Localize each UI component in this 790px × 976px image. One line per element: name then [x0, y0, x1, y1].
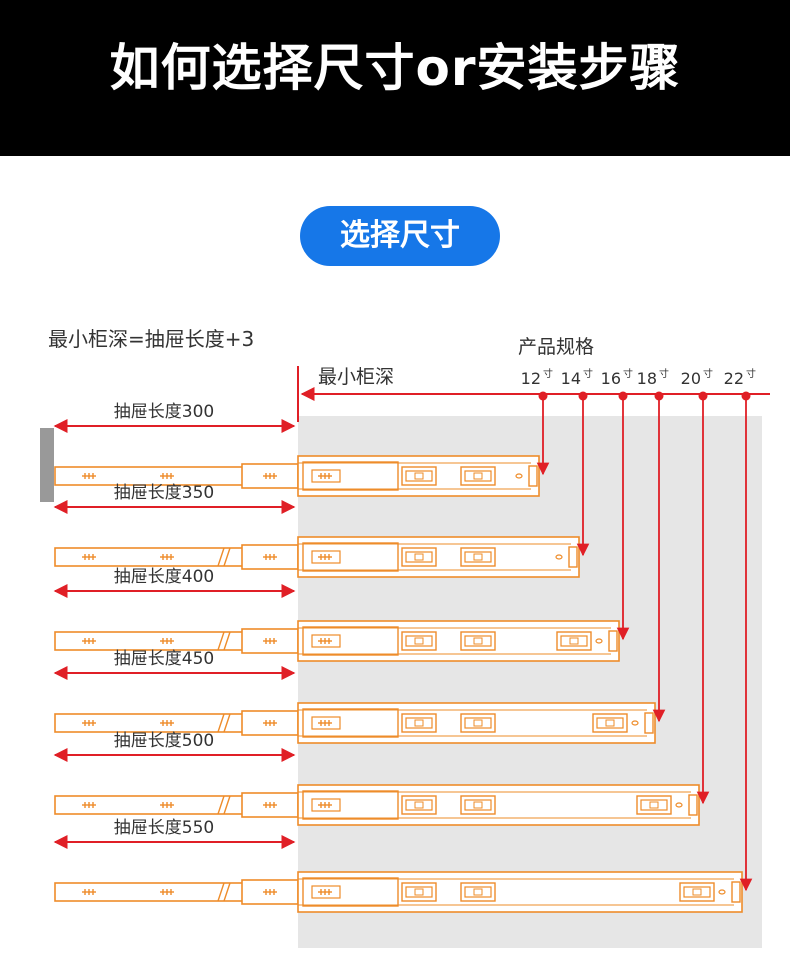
- spec-title: 产品规格: [518, 336, 594, 358]
- slide-rail-16: 抽屉长度400: [53, 400, 630, 662]
- spec-size-label: 12: [521, 369, 541, 388]
- slide-rail-22: 抽屉长度550: [53, 400, 753, 913]
- drawer-length-label: 抽屉长度550: [114, 818, 214, 838]
- spec-dot: [741, 391, 751, 401]
- spec-dot: [618, 391, 628, 401]
- spec-dot: [698, 391, 708, 401]
- drawer-length-label: 抽屉长度500: [114, 731, 214, 751]
- drawer-length-label: 抽屉长度300: [114, 402, 214, 422]
- cabinet-area: [298, 416, 762, 948]
- slide-rail-18: 抽屉长度450: [53, 400, 666, 744]
- spec-unit-label: 寸: [583, 367, 593, 380]
- rear-wall: [40, 428, 54, 502]
- spec-dot: [538, 391, 548, 401]
- slide-rail-12: 抽屉长度300: [53, 400, 550, 497]
- spec-dot: [578, 391, 588, 401]
- section-badge: 选择尺寸: [300, 206, 500, 266]
- slide-rail-20: 抽屉长度500: [53, 400, 710, 826]
- spec-unit-label: 寸: [623, 367, 633, 380]
- spec-size-label: 22: [724, 369, 744, 388]
- spec-size-label: 18: [637, 369, 657, 388]
- slide-rail-14: 抽屉长度350: [53, 400, 590, 578]
- spec-size-label: 20: [681, 369, 701, 388]
- spec-unit-label: 寸: [746, 367, 756, 380]
- spec-size-label: 16: [601, 369, 621, 388]
- spec-unit-label: 寸: [659, 367, 669, 380]
- drawer-length-label: 抽屉长度400: [114, 567, 214, 587]
- spec-unit-label: 寸: [543, 367, 553, 380]
- spec-size-label: 14: [561, 369, 581, 388]
- drawer-length-label: 抽屉长度350: [114, 483, 214, 503]
- page-title: 如何选择尺寸or安装步骤: [109, 39, 681, 97]
- spec-unit-label: 寸: [703, 367, 713, 380]
- cabinet-depth-label: 最小柜深: [318, 366, 394, 388]
- spec-dot: [654, 391, 664, 401]
- formula-label: 最小柜深=抽屉长度+3: [48, 327, 254, 351]
- drawer-length-label: 抽屉长度450: [114, 649, 214, 669]
- header-banner: 如何选择尺寸or安装步骤: [0, 0, 790, 156]
